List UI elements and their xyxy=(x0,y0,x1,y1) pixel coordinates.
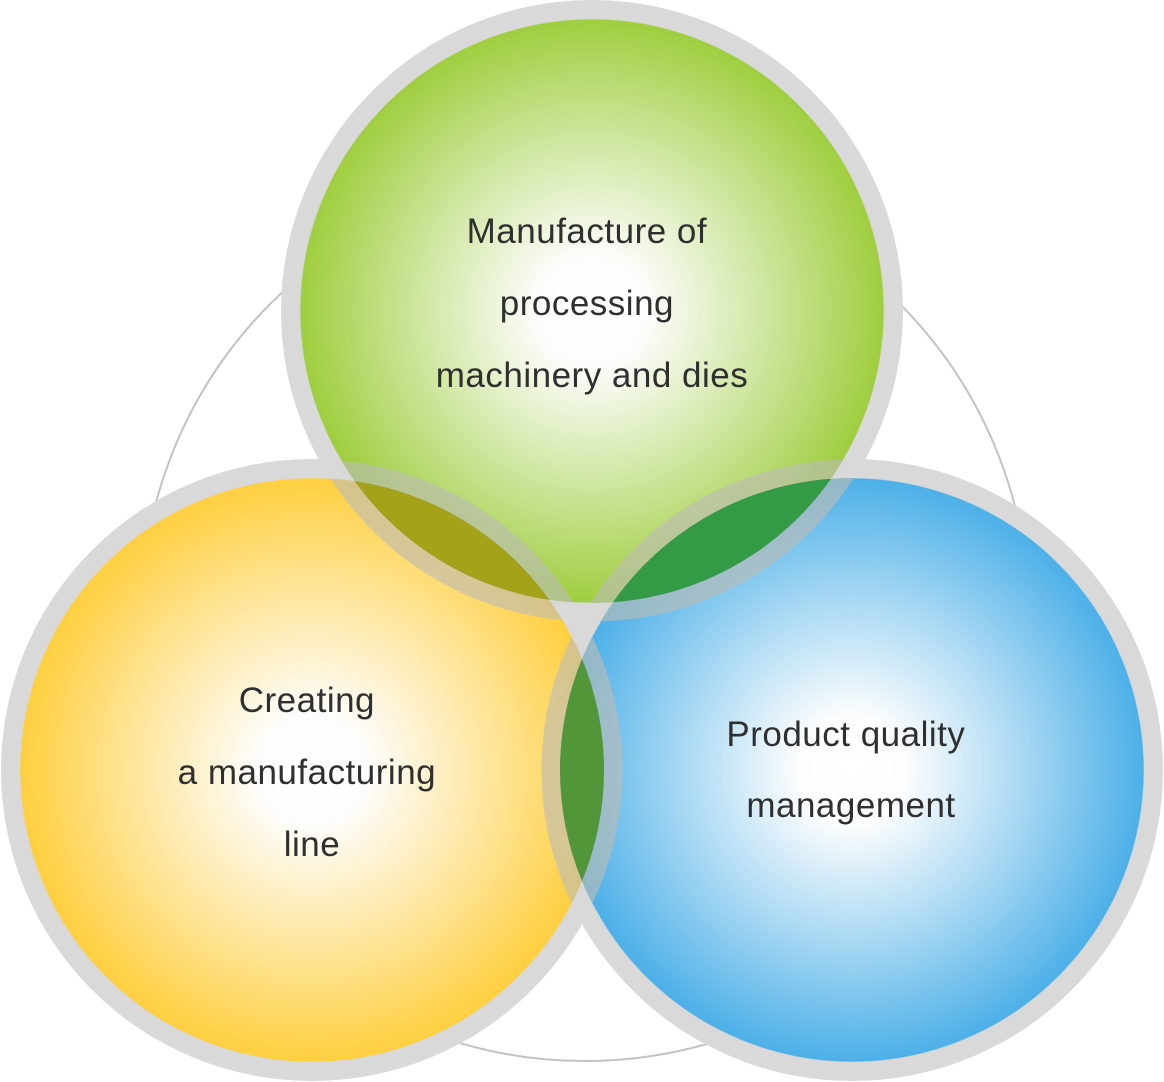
top-circle xyxy=(300,19,884,603)
top-label-line: machinery and dies xyxy=(436,356,749,395)
right-band-in-left xyxy=(541,478,604,1062)
top-circle-label: Manufacture of processing machinery and … xyxy=(436,212,749,395)
right-circle-label: Product quality management xyxy=(726,715,975,825)
left-label-line: line xyxy=(284,825,340,864)
left-circle xyxy=(20,478,604,1062)
left-label-line: Creating xyxy=(239,681,375,720)
right-ring-band xyxy=(541,459,1163,1081)
top-label-line: processing xyxy=(500,284,674,323)
left-band-in-right xyxy=(560,478,623,1062)
left-circle-label: Creating a manufacturing line xyxy=(178,681,447,864)
right-circle xyxy=(560,478,1144,1062)
left-label-line: a manufacturing xyxy=(178,753,436,792)
top-label-line: Manufacture of xyxy=(467,212,707,251)
left-ring-band xyxy=(1,459,623,1081)
right-label-line: management xyxy=(746,786,955,825)
right-label-line: Product quality xyxy=(726,715,965,754)
